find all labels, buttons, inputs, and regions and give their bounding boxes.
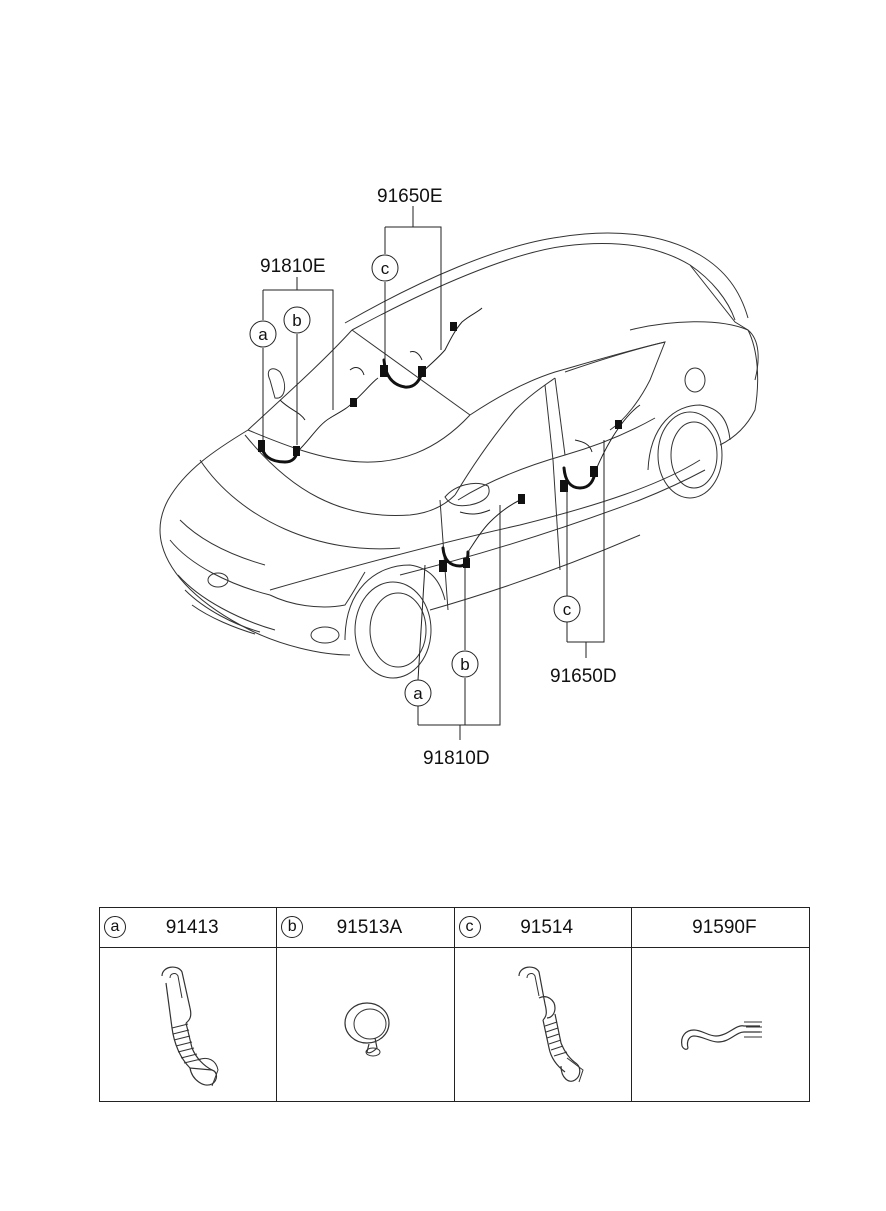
callout-91650e: 91650E — [377, 186, 443, 207]
tag-c: c — [458, 916, 481, 938]
part-cell-d — [632, 948, 809, 1101]
front-door-harness — [439, 494, 525, 572]
marker-c-top: c — [371, 254, 399, 282]
svg-text:c: c — [563, 600, 572, 619]
callout-91650d: 91650D — [550, 666, 617, 687]
marker-a-front: a — [249, 320, 277, 348]
part-cell-b — [277, 948, 455, 1101]
parts-table: a 91413 b 91513A c 91514 91590F — [99, 907, 810, 1102]
leader-lines — [262, 206, 605, 740]
part-number-91413: 91413 — [165, 916, 219, 938]
front-wiring-harness — [258, 367, 379, 464]
marker-c-door: c — [553, 595, 581, 623]
parts-header-d: 91590F — [631, 908, 809, 948]
marker-b-front: b — [283, 306, 311, 334]
callout-91810d: 91810D — [423, 748, 490, 769]
wiring-diagram: 91810E 91650E 91810D 91650D a b c a b c — [159, 186, 759, 769]
parts-header-c: c 91514 — [454, 908, 632, 948]
rear-door-harness — [560, 404, 641, 492]
rear-wiring-harness — [380, 307, 483, 389]
grommet-boot-icon — [517, 966, 584, 1083]
part-cell-c — [455, 948, 632, 1101]
parts-header-b: b 91513A — [277, 908, 455, 948]
svg-text:a: a — [258, 325, 268, 344]
marker-a-door: a — [404, 679, 432, 707]
part-number-91513a: 91513A — [336, 916, 403, 938]
car-outline — [159, 232, 759, 679]
part-number-91590f: 91590F — [692, 916, 757, 938]
callout-91810e: 91810E — [260, 256, 326, 277]
svg-text:b: b — [460, 655, 469, 674]
parts-header-a: a 91413 — [100, 908, 278, 948]
round-grommet-icon — [344, 1002, 390, 1057]
part-cell-a — [100, 948, 278, 1101]
part-number-91514: 91514 — [520, 916, 574, 938]
marker-b-door: b — [451, 650, 479, 678]
svg-text:c: c — [381, 259, 390, 278]
tag-a: a — [104, 916, 126, 938]
tag-b: b — [281, 916, 304, 938]
svg-text:b: b — [292, 311, 301, 330]
svg-text:a: a — [413, 684, 423, 703]
wire-strap-icon — [680, 1021, 762, 1050]
grommet-boot-icon — [161, 966, 219, 1087]
